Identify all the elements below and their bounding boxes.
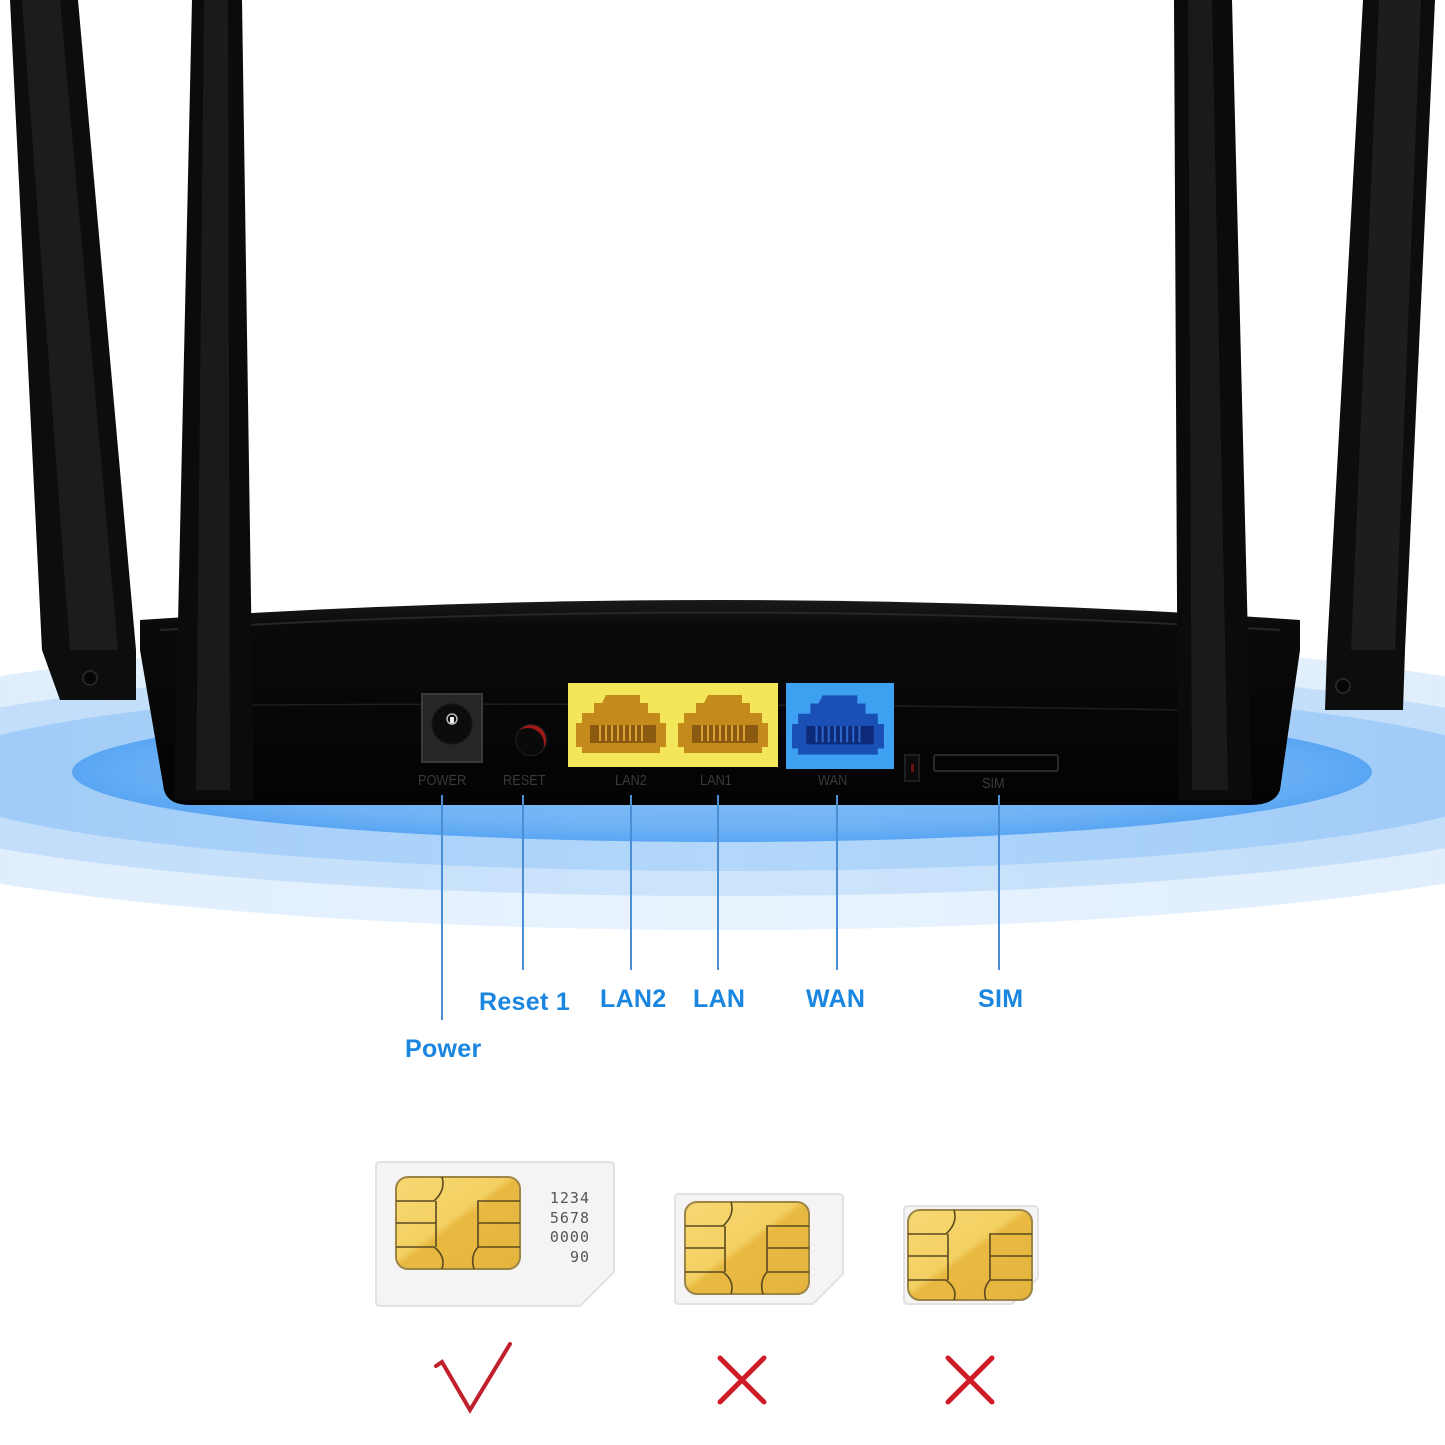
sim-indicator-icon <box>904 754 920 782</box>
cross-icon <box>945 1355 995 1405</box>
power-leader-line <box>441 795 443 1020</box>
checkmark-icon <box>434 1342 512 1414</box>
lan2-leader-line <box>630 795 632 970</box>
nano-sim-card <box>903 1205 1039 1305</box>
antenna-outer-left <box>10 0 136 700</box>
callout-reset: Reset 1 <box>479 988 571 1016</box>
callout-sim: SIM <box>978 985 1024 1013</box>
sim-card-slot[interactable] <box>933 754 1059 772</box>
sim-chip-icon <box>907 1209 1033 1301</box>
wan-leader-line <box>836 795 838 970</box>
antenna-outer-right <box>1325 0 1435 710</box>
lan1-port[interactable] <box>678 689 772 759</box>
sim-chip-icon <box>395 1176 521 1270</box>
lan2-port[interactable] <box>576 689 670 759</box>
lan2-port-label: LAN2 <box>615 772 647 789</box>
sim-leader-line <box>998 795 1000 970</box>
antenna-inner-right <box>1174 0 1252 800</box>
wan-port[interactable] <box>792 689 888 761</box>
power-jack-icon <box>431 703 473 745</box>
sim-port-label: SIM <box>982 775 1005 792</box>
lan-port-block <box>568 683 778 767</box>
wan-port-block <box>786 683 894 769</box>
lan1-port-label: LAN1 <box>700 772 732 789</box>
sim-chip-icon <box>684 1201 810 1295</box>
callout-power: Power <box>405 1035 482 1063</box>
sim-number-line: 5678 <box>549 1208 590 1227</box>
sim-number-line: 1234 <box>549 1189 590 1207</box>
reset-port-label: RESET <box>503 772 546 789</box>
power-port-label: POWER <box>418 772 467 789</box>
lan-leader-line <box>717 795 719 970</box>
antenna-inner-left <box>174 0 254 800</box>
micro-sim-card <box>674 1193 844 1305</box>
callout-wan: WAN <box>806 985 866 1013</box>
cross-icon <box>717 1355 767 1405</box>
power-port[interactable] <box>421 693 483 763</box>
callout-lan: LAN <box>693 985 746 1013</box>
reset-leader-line <box>522 795 524 970</box>
sim-card-number: 1234 5678 0000 90 <box>530 1189 590 1267</box>
standard-sim-card <box>375 1161 615 1307</box>
sim-number-line: 90 <box>569 1247 590 1266</box>
reset-button[interactable] <box>515 724 547 756</box>
wan-port-label: WAN <box>818 772 848 789</box>
sim-number-line: 0000 <box>549 1228 590 1246</box>
callout-lan2: LAN2 <box>600 985 667 1013</box>
